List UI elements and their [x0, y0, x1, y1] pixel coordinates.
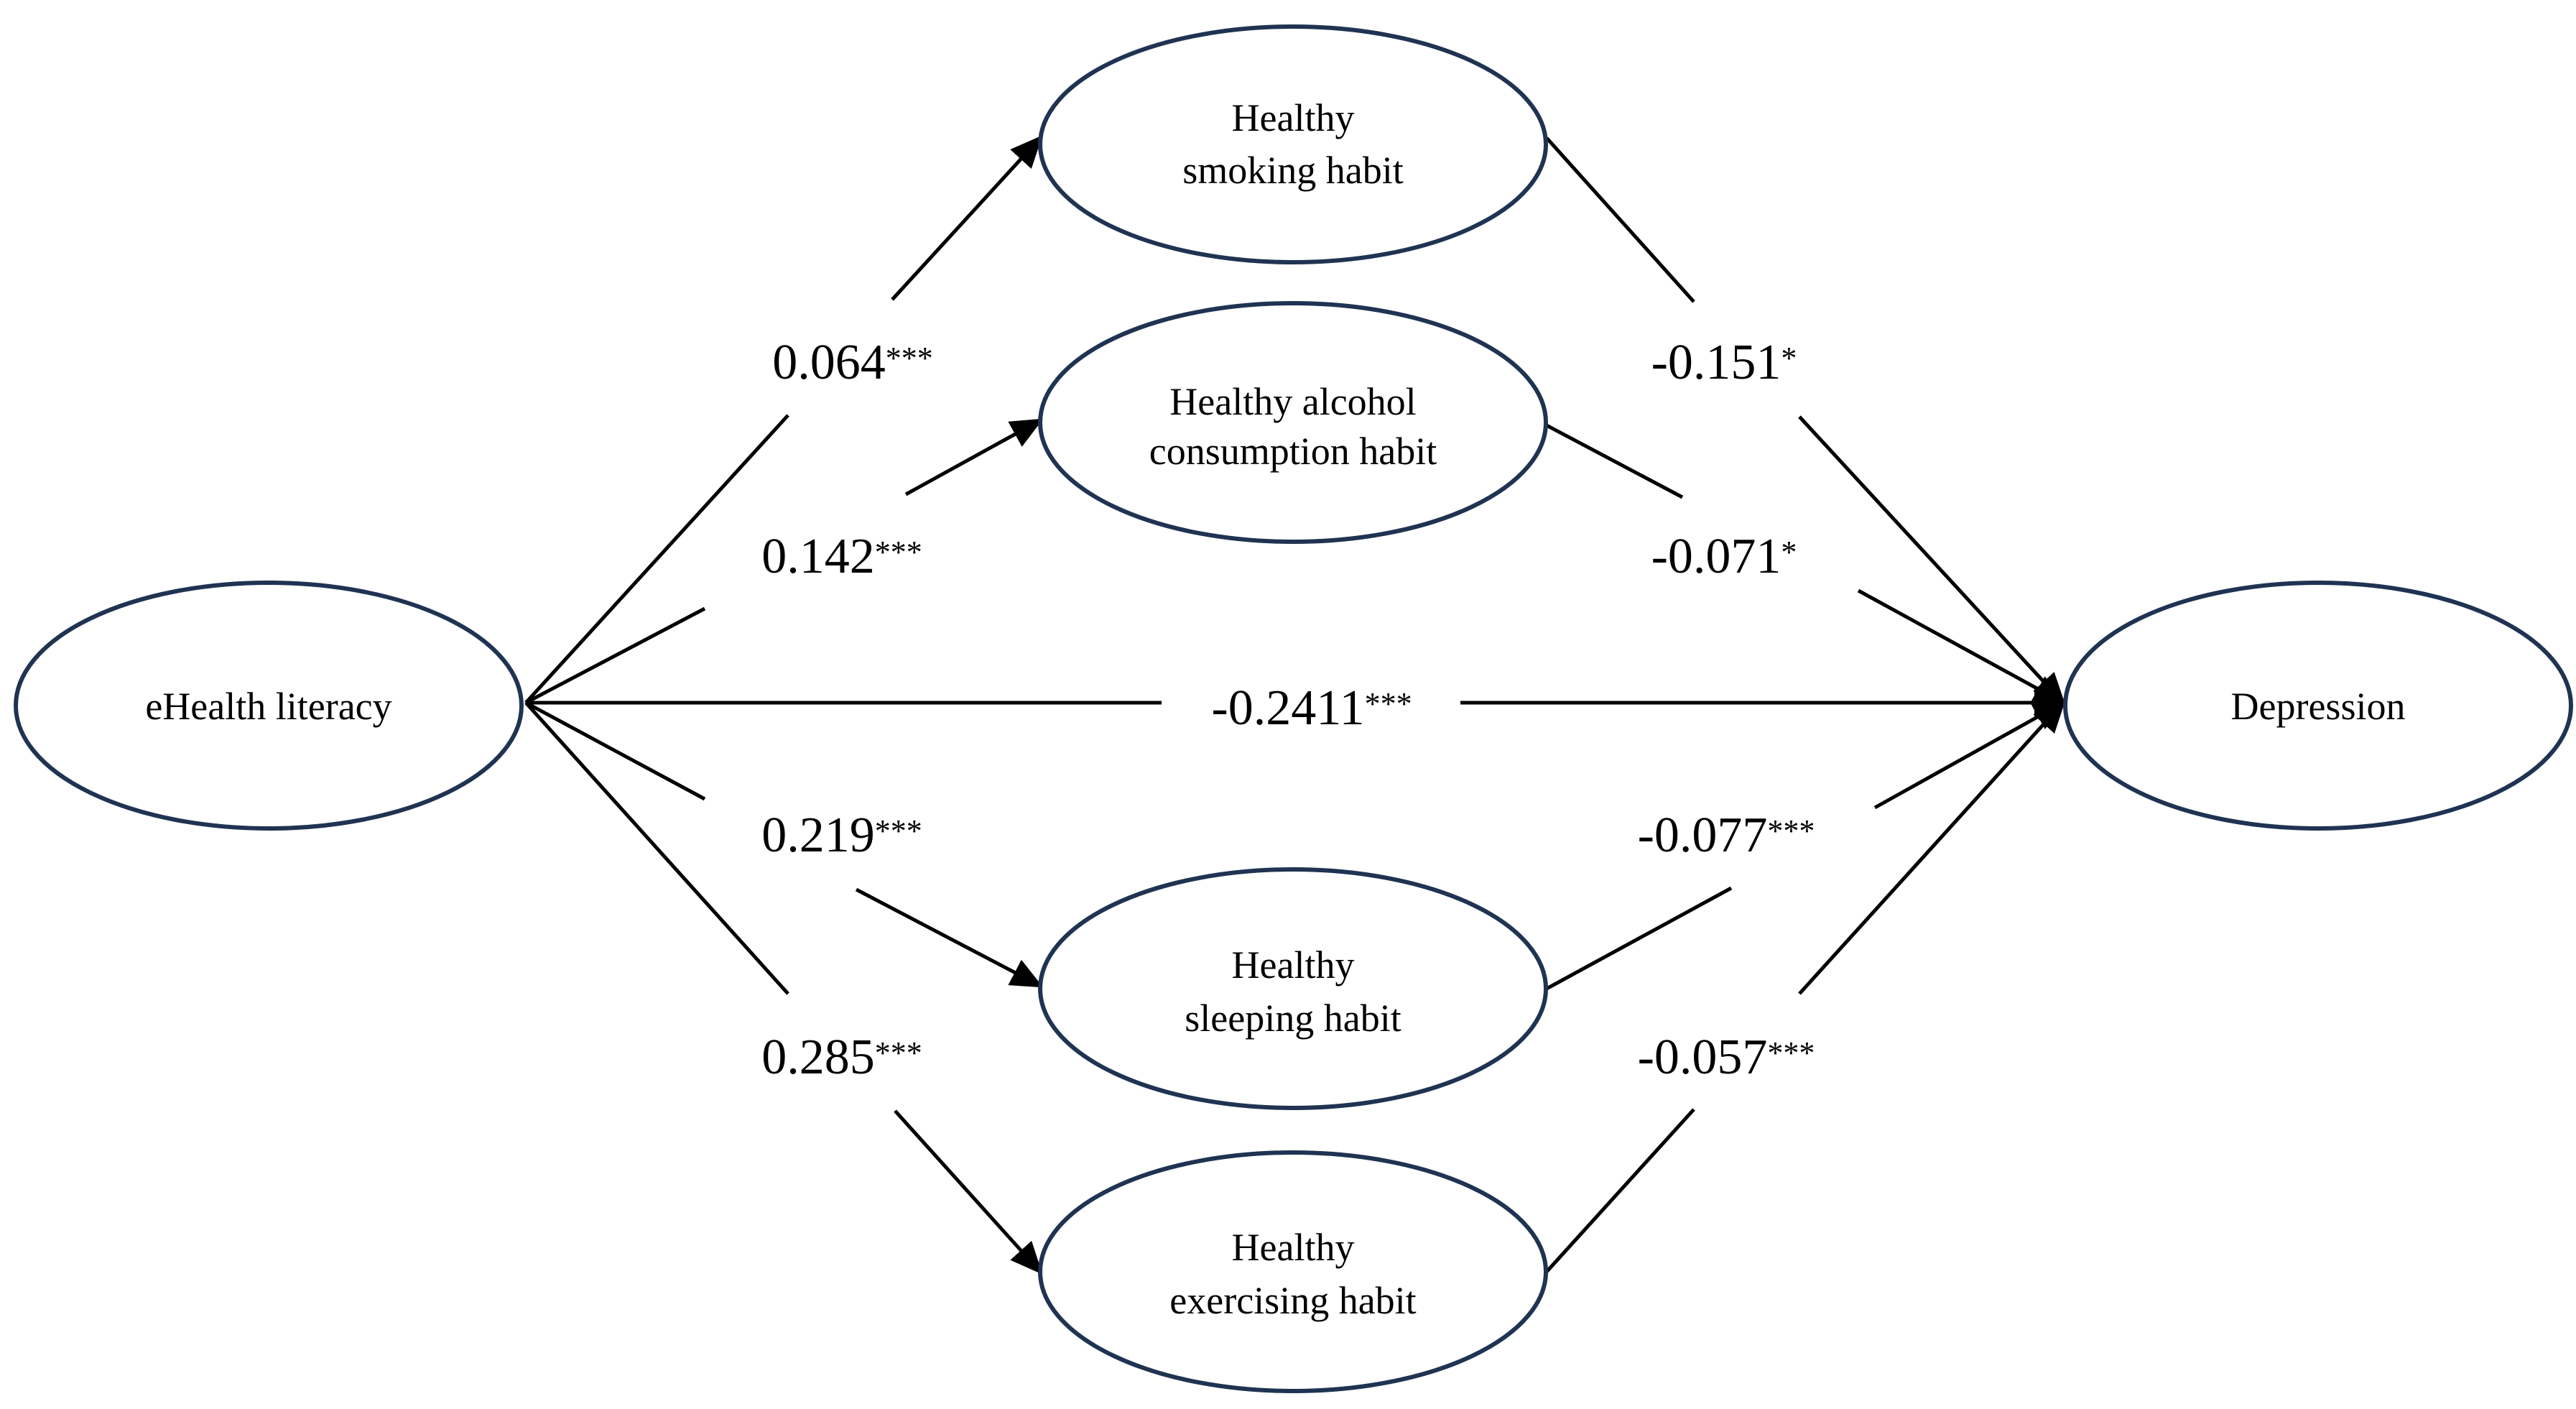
coef-alcohol-depression: -0.071*: [1651, 529, 1797, 584]
alcohol-habit-label-line1: Healthy alcohol: [1169, 380, 1416, 423]
ehealth-literacy-label: eHealth literacy: [145, 685, 392, 728]
coef-ehealth-sleeping: 0.219***: [761, 808, 922, 863]
arrow-ehealth-to-alcohol-upper: [904, 418, 1044, 496]
node-healthy-alcohol-habit: Healthy alcohol consumption habit: [1038, 301, 1548, 544]
arrow-ehealth-to-exercising-lower: [894, 1109, 1043, 1275]
smoking-habit-ellipse: [1038, 24, 1548, 264]
arrow-ehealth-to-alcohol-lower: [524, 606, 706, 705]
smoking-habit-label-line2: smoking habit: [1182, 149, 1404, 192]
node-healthy-exercising-habit: Healthy exercising habit: [1038, 1150, 1548, 1393]
depression-ellipse: [2063, 581, 2573, 831]
sleeping-habit-label-line1: Healthy: [1232, 943, 1355, 987]
node-depression: Depression: [2063, 581, 2573, 831]
arrow-sleeping-to-depression-lower: [1545, 886, 1733, 991]
arrow-ehealth-to-sleeping-upper: [524, 701, 706, 801]
coef-ehealth-exercising: 0.285***: [761, 1030, 922, 1085]
sleeping-habit-ellipse: [1038, 867, 1548, 1110]
arrow-ehealth-to-sleeping-lower: [855, 887, 1044, 988]
arrow-ehealth-to-exercising-upper: [524, 701, 789, 995]
coef-sleeping-depression: -0.077***: [1638, 808, 1815, 863]
arrow-ehealth-to-smoking-lower: [524, 414, 789, 704]
coef-smoking-depression: -0.151*: [1651, 335, 1797, 390]
edges-from-ehealth: [524, 135, 2067, 1275]
coef-exercising-depression: -0.057***: [1638, 1030, 1815, 1085]
depression-label: Depression: [2231, 685, 2406, 728]
arrow-smoking-to-depression-upper: [1545, 137, 1695, 303]
arrow-sleeping-to-depression-upper: [1873, 701, 2067, 810]
node-healthy-smoking-habit: Healthy smoking habit: [1038, 24, 1548, 264]
smoking-habit-label-line1: Healthy: [1232, 96, 1355, 139]
coef-ehealth-depression: -0.2411***: [1211, 680, 1412, 736]
sleeping-habit-label-line2: sleeping habit: [1185, 997, 1401, 1040]
arrow-smoking-to-depression-lower: [1798, 415, 2066, 706]
arrow-ehealth-to-smoking-upper: [891, 135, 1043, 301]
arrow-exercising-to-depression-upper: [1798, 700, 2066, 995]
coef-ehealth-smoking: 0.064***: [772, 335, 933, 390]
arrow-alcohol-to-depression-lower: [1857, 588, 2067, 705]
ehealth-literacy-ellipse: [14, 581, 524, 831]
node-healthy-sleeping-habit: Healthy sleeping habit: [1038, 867, 1548, 1110]
arrow-exercising-to-depression-lower: [1545, 1108, 1695, 1273]
arrow-alcohol-to-depression-upper: [1545, 423, 1684, 499]
exercising-habit-ellipse: [1038, 1150, 1548, 1393]
edges-to-depression: [1545, 137, 2067, 1273]
node-ehealth-literacy: eHealth literacy: [14, 581, 524, 831]
alcohol-habit-label-line2: consumption habit: [1149, 430, 1437, 473]
exercising-habit-label-line1: Healthy: [1232, 1226, 1355, 1269]
coef-ehealth-alcohol: 0.142***: [761, 529, 922, 584]
alcohol-habit-ellipse: [1038, 301, 1548, 544]
exercising-habit-label-line2: exercising habit: [1169, 1279, 1416, 1322]
